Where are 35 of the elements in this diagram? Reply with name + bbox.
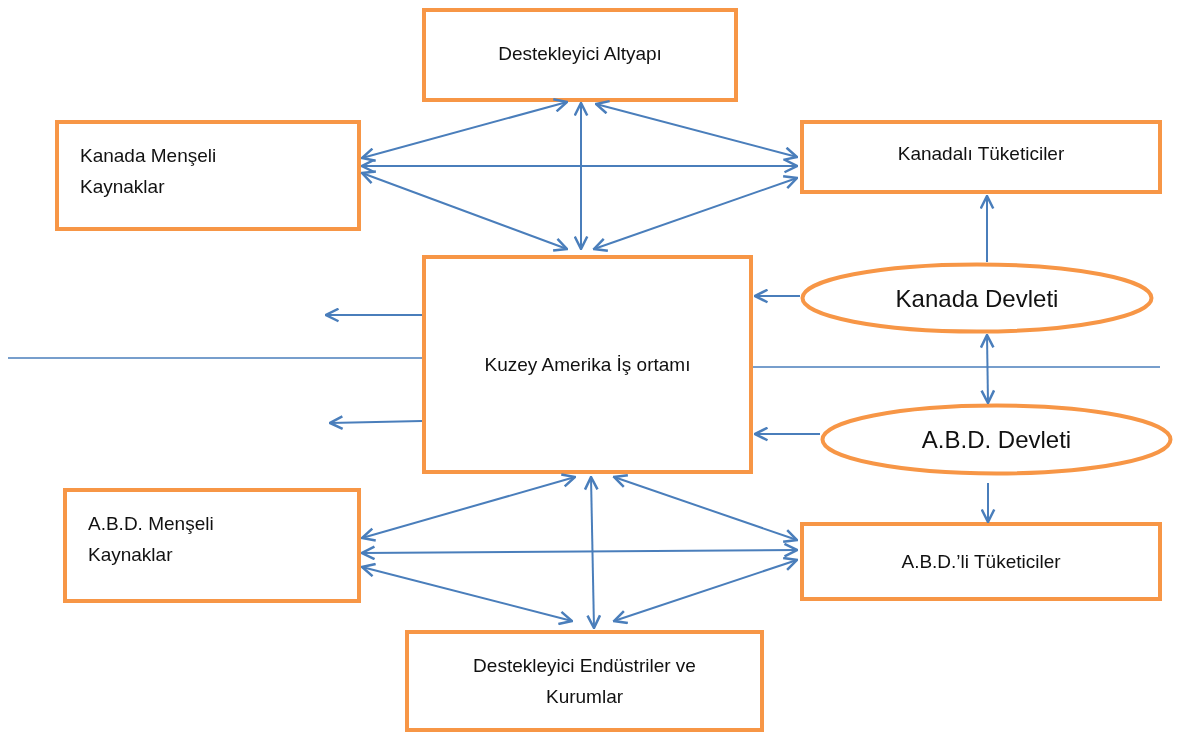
arrow [360, 158, 799, 174]
arrow [324, 307, 423, 323]
node-text: A.B.D.’li Tüketiciler [901, 550, 1061, 574]
arrow [360, 562, 574, 626]
arrow [360, 170, 569, 252]
node-text: A.B.D. Menşeli Kaynaklar [88, 512, 215, 567]
arrow [583, 475, 602, 630]
arrow [612, 556, 799, 625]
process-box [422, 255, 753, 474]
process-box [800, 522, 1162, 601]
arrow [979, 194, 995, 263]
arrow [612, 473, 799, 544]
arrow [753, 288, 801, 304]
process-box [800, 120, 1162, 194]
arrow [592, 175, 799, 252]
process-box [405, 630, 764, 732]
node-text: Kanada Menşeli Kaynaklar [80, 144, 218, 199]
arrow [360, 473, 577, 542]
arrow [360, 542, 799, 561]
node-text: Kanadalı Tüketiciler [897, 142, 1065, 166]
arrow [360, 98, 569, 162]
node-text: Destekleyici Altyapı [498, 42, 662, 66]
arrow [594, 99, 799, 162]
node-text: Kuzey Amerika İş ortamı [484, 353, 691, 377]
arrow [328, 415, 423, 431]
process-box [422, 8, 738, 102]
process-box [55, 120, 361, 231]
node-text: A.B.D. Devleti [921, 425, 1072, 455]
arrow [980, 482, 996, 524]
node-text: Destekleyici Endüstriler ve Kurumlar [472, 654, 697, 709]
process-box [63, 488, 361, 603]
arrow [979, 333, 996, 405]
node-text: Kanada Devleti [895, 283, 1059, 314]
arrow [573, 101, 589, 251]
arrow [753, 426, 821, 442]
